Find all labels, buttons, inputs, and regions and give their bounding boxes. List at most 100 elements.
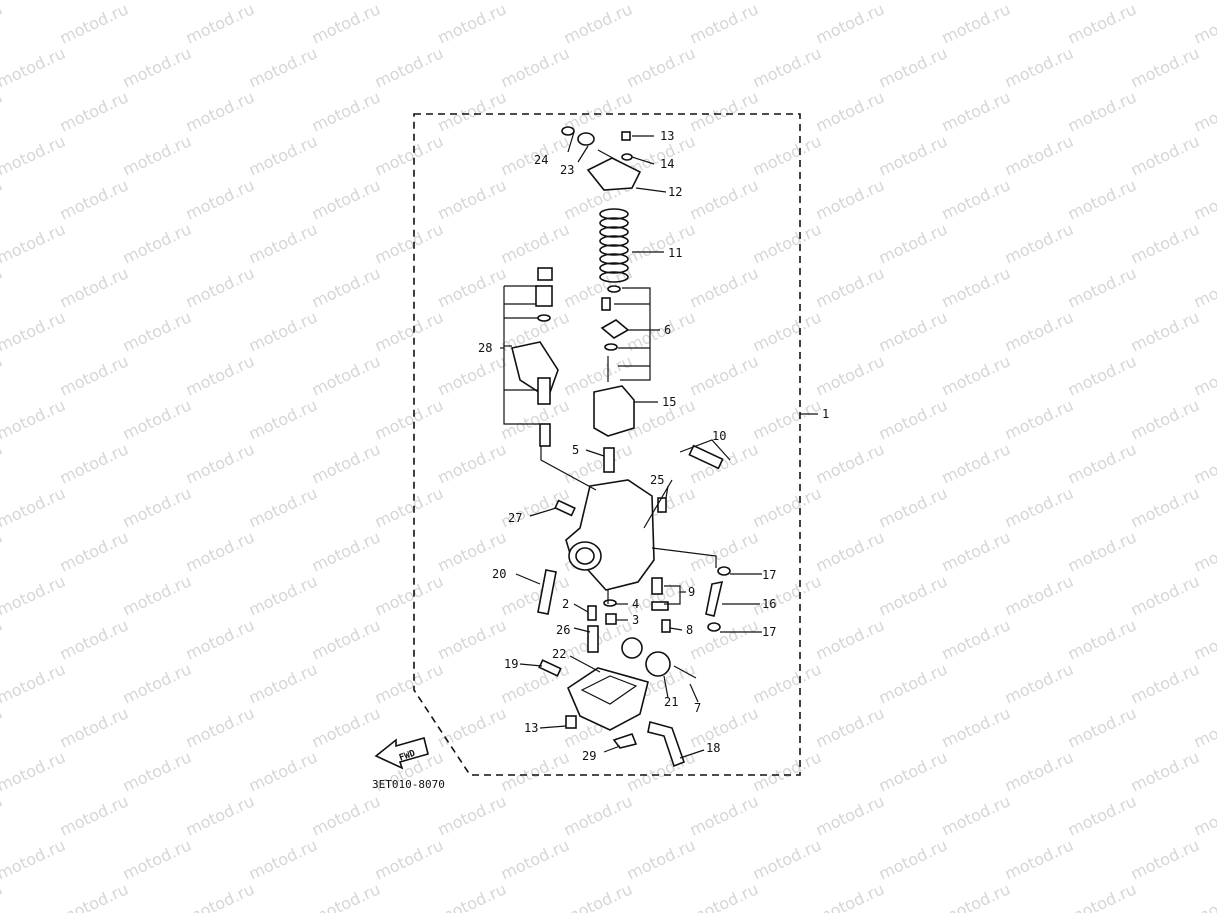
- watermark-text: motod.ru: [813, 0, 888, 48]
- watermark-text: motod.ru: [309, 791, 384, 839]
- screw-19: [538, 659, 562, 677]
- watermark-text: motod.ru: [750, 0, 825, 4]
- watermark-text: motod.ru: [1128, 43, 1203, 91]
- fitting-25: [657, 497, 667, 513]
- watermark-text: motod.ru: [624, 0, 699, 4]
- watermark-text: motod.ru: [498, 219, 573, 267]
- watermark-text: motod.ru: [1002, 747, 1077, 795]
- watermark-text: motod.ru: [1002, 219, 1077, 267]
- watermark-text: motod.ru: [372, 0, 447, 4]
- watermark-text: motod.ru: [372, 43, 447, 91]
- watermark-text: motod.ru: [183, 87, 258, 135]
- callout-2: 2: [562, 597, 569, 611]
- top-cap-12: [586, 157, 642, 191]
- screw-9: [651, 577, 663, 595]
- watermark-text: motod.ru: [372, 131, 447, 179]
- watermark-text: motod.ru: [183, 615, 258, 663]
- watermark-text: motod.ru: [1065, 703, 1140, 751]
- spring-28e: [537, 377, 551, 405]
- watermark-text: motod.ru: [0, 527, 5, 575]
- watermark-text: motod.ru: [435, 87, 510, 135]
- tube-26: [587, 625, 599, 653]
- washer-4: [603, 599, 617, 607]
- watermark-text: motod.ru: [876, 307, 951, 355]
- spring-coil: [599, 226, 629, 238]
- watermark-text: motod.ru: [0, 835, 68, 883]
- float-21a: [621, 637, 643, 659]
- watermark-text: motod.ru: [120, 131, 195, 179]
- watermark-text: motod.ru: [813, 439, 888, 487]
- watermark-text: motod.ru: [0, 0, 68, 4]
- watermark-text: motod.ru: [0, 351, 5, 399]
- watermark-text: motod.ru: [0, 219, 68, 267]
- bolt-5: [603, 447, 615, 473]
- watermark-text: motod.ru: [813, 175, 888, 223]
- callout-15: 15: [662, 395, 676, 409]
- watermark-text: motod.ru: [57, 791, 132, 839]
- callout-26: 26: [556, 623, 570, 637]
- plate-9: [651, 601, 669, 611]
- watermark-text: motod.ru: [246, 747, 321, 795]
- watermark-text: motod.ru: [372, 571, 447, 619]
- watermark-text: motod.ru: [246, 395, 321, 443]
- watermark-text: motod.ru: [1002, 835, 1077, 883]
- watermark-text: motod.ru: [372, 307, 447, 355]
- watermark-text: motod.ru: [939, 791, 1014, 839]
- watermark-text: motod.ru: [876, 483, 951, 531]
- watermark-text: motod.ru: [372, 483, 447, 531]
- watermark-text: motod.ru: [1065, 87, 1140, 135]
- watermark-text: motod.ru: [372, 219, 447, 267]
- watermark-text: motod.ru: [309, 615, 384, 663]
- spring-coil: [599, 208, 629, 220]
- watermark-text: motod.ru: [687, 439, 762, 487]
- watermark-text: motod.ru: [498, 395, 573, 443]
- watermark-text: motod.ru: [183, 263, 258, 311]
- watermark-text: motod.ru: [1128, 835, 1203, 883]
- watermark-text: motod.ru: [183, 527, 258, 575]
- leader-lines: [500, 131, 818, 759]
- watermark-text: motod.ru: [813, 791, 888, 839]
- watermark-text: motod.ru: [120, 219, 195, 267]
- screw-27: [554, 499, 576, 517]
- spring-coil: [599, 244, 629, 256]
- callout-22: 22: [552, 647, 566, 661]
- watermark-text: motod.ru: [876, 131, 951, 179]
- jet-3: [605, 613, 617, 625]
- watermark-text: motod.ru: [750, 307, 825, 355]
- watermark-text: motod.ru: [183, 351, 258, 399]
- callout-18: 18: [706, 741, 720, 755]
- callout-19: 19: [504, 657, 518, 671]
- watermark-text: motod.ru: [57, 439, 132, 487]
- watermark-text: motod.ru: [1191, 263, 1217, 311]
- callout-21: 21: [664, 695, 678, 709]
- hose-16: [705, 580, 724, 617]
- watermark-text: motod.ru: [1065, 439, 1140, 487]
- watermark-text: motod.ru: [372, 659, 447, 707]
- watermark-text: motod.ru: [1191, 0, 1217, 48]
- throttle-valve-15: [593, 385, 635, 437]
- watermark-text: motod.ru: [1065, 615, 1140, 663]
- watermark-text: motod.ru: [0, 131, 68, 179]
- watermark-text: motod.ru: [561, 879, 636, 913]
- watermark-text: motod.ru: [1128, 131, 1203, 179]
- watermark-text: motod.ru: [246, 43, 321, 91]
- watermark-text: motod.ru: [1191, 175, 1217, 223]
- spring-coil: [599, 262, 629, 274]
- spring-11: [599, 208, 629, 283]
- callout-23: 23: [560, 163, 574, 177]
- watermark-text: motod.ru: [372, 835, 447, 883]
- watermark-text: motod.ru: [246, 659, 321, 707]
- clip-17b: [707, 622, 721, 632]
- watermark-text: motod.ru: [120, 395, 195, 443]
- watermark-text: motod.ru: [1065, 351, 1140, 399]
- watermark-text: motod.ru: [939, 615, 1014, 663]
- screw-13-top: [621, 131, 631, 141]
- watermark-text: motod.ru: [435, 0, 510, 48]
- watermark-text: motod.ru: [750, 131, 825, 179]
- callout-12: 12: [668, 185, 682, 199]
- watermark-text: motod.ru: [120, 747, 195, 795]
- watermark-text: motod.ru: [372, 395, 447, 443]
- watermark-text: motod.ru: [0, 791, 5, 839]
- watermark-text: motod.ru: [813, 527, 888, 575]
- watermark-text: motod.ru: [876, 0, 951, 4]
